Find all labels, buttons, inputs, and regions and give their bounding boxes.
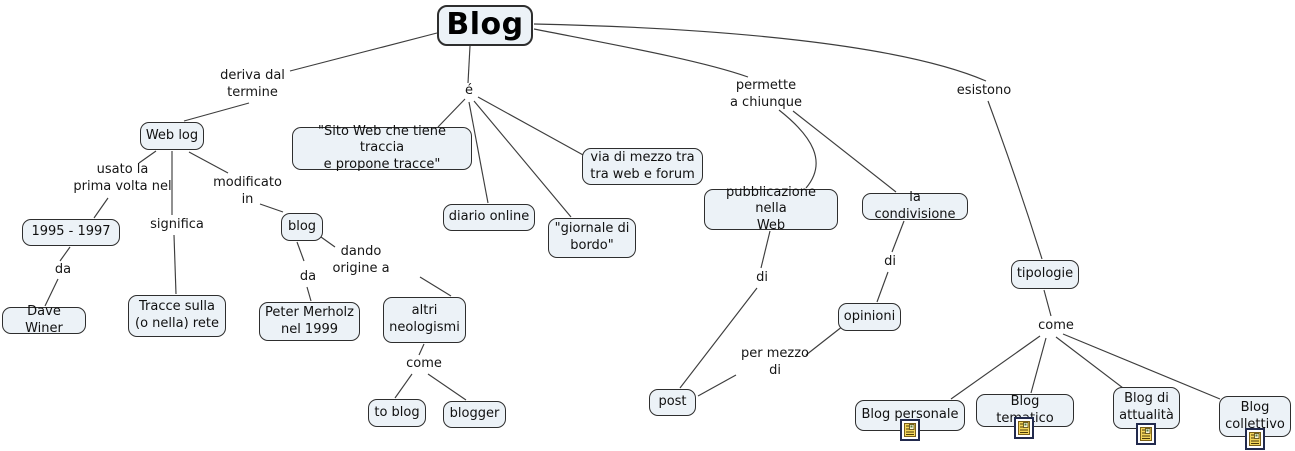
edge-come2-attualita [1055,336,1124,389]
resource-icon-blog-collettivo[interactable] [1245,428,1265,450]
node-blog-lowercase[interactable]: blog [281,213,323,241]
node-giornale-di-bordo[interactable]: "giornale di bordo" [548,218,636,258]
node-diario-online[interactable]: diario online [443,204,535,231]
node-dave-winer[interactable]: Dave Winer [2,304,86,336]
edge-esistono-tipologie [987,100,1043,260]
link-come-neologismi[interactable]: come [406,356,442,371]
edge-years-da1 [59,246,71,262]
node-web-log[interactable]: Web log [140,122,204,150]
edge-weblog-modificato [188,151,229,174]
link-di-opinioni[interactable]: di [884,254,896,269]
edge-dando-neologismi [419,276,452,297]
resource-icon-blog-attualita[interactable] [1136,423,1156,445]
edge-come-toblog [394,373,413,399]
edge-come2-tematico [1030,337,1047,394]
node-blog-attualita[interactable]: Blog di attualità [1113,387,1180,429]
edge-di1-post [679,287,758,389]
link-permette-a-chiunque[interactable]: permette a chiunque [729,78,803,110]
resource-icon-blog-personale[interactable] [900,419,920,441]
edge-blog-deriva [289,32,438,72]
edge-come-blogger [427,373,467,401]
link-significa[interactable]: significa [150,217,204,232]
node-to-blog[interactable]: to blog [368,399,426,427]
edge-blog-e [467,45,471,84]
node-tracce-sulla-rete[interactable]: Tracce sulla (o nella) rete [128,295,226,337]
node-tipologie[interactable]: tipologie [1011,260,1079,289]
edge-permette-condivisione [792,110,897,193]
link-modificato-in[interactable]: modificato in [213,175,282,207]
link-di-post[interactable]: di [756,270,768,285]
node-pubblicazione-web[interactable]: pubblicazione nella Web [704,185,838,233]
edge-da1-dave [44,278,59,307]
edge-condivisione-di2 [891,220,905,253]
link-esistono[interactable]: esistono [956,83,1012,98]
edge-modificato-blog [259,203,284,213]
node-opinioni[interactable]: opinioni [838,303,901,331]
link-da-dave-winer[interactable]: da [54,262,72,277]
edge-pubblicazione-di1 [760,230,771,269]
edge-come2-collettivo [1062,333,1221,400]
edge-e-diario [468,101,489,204]
node-post[interactable]: post [649,389,696,416]
edge-come2-personale [950,335,1041,400]
node-blog-personale[interactable]: Blog personale [855,400,965,431]
link-usato-la-prima-volta[interactable]: usato la prima volta nel [73,162,172,194]
node-blogger[interactable]: blogger [443,401,506,428]
edge-neologismi-come [418,343,425,356]
document-resource-icon [1136,423,1156,445]
edge-di2-opinioni [876,271,889,303]
edge-e-sitoweb [437,98,466,128]
link-per-mezzo-di[interactable]: per mezzo di [741,346,809,378]
document-resource-icon [1014,417,1034,439]
link-da-peter[interactable]: da [299,269,317,284]
link-come-tipologie[interactable]: come [1038,318,1074,333]
link-e[interactable]: é [465,83,473,98]
edge-e-viadimezzo [477,96,595,162]
edge-blog-esistono [533,23,987,82]
node-altri-neologismi[interactable]: altri neologismi [383,297,466,343]
edge-deriva-weblog [183,102,250,122]
link-deriva-dal-termine[interactable]: deriva dal termine [220,68,285,100]
document-resource-icon [1245,428,1265,450]
resource-icon-blog-tematico[interactable] [1014,417,1034,439]
node-la-condivisione[interactable]: la condivisione [862,190,968,222]
node-blog[interactable]: Blog [437,5,533,46]
node-1995-1997[interactable]: 1995 - 1997 [22,219,120,246]
edge-tipologie-come2 [1043,289,1052,317]
document-resource-icon [900,419,920,441]
edge-da2-peter [306,286,312,302]
edge-post-permezzo [697,374,737,397]
edge-significa-tracce [173,234,177,295]
edge-blog-da2 [296,241,305,262]
node-via-di-mezzo[interactable]: via di mezzo tra tra web e forum [582,148,703,185]
edge-blog-dando [320,236,336,248]
edge-e-giornale [473,100,572,218]
edge-blog-permette [533,28,749,78]
node-peter-merholz[interactable]: Peter Merholz nel 1999 [259,302,360,341]
edge-usato-years [93,197,109,219]
edge-permette-pubblicazione [778,109,817,189]
edge-permezzo-opinioni [805,325,844,356]
node-sito-web-definizione[interactable]: "Sito Web che tiene traccia e propone tr… [292,124,472,172]
link-dando-origine-a[interactable]: dando origine a [332,244,390,276]
edge-weblog-usato [138,150,157,164]
